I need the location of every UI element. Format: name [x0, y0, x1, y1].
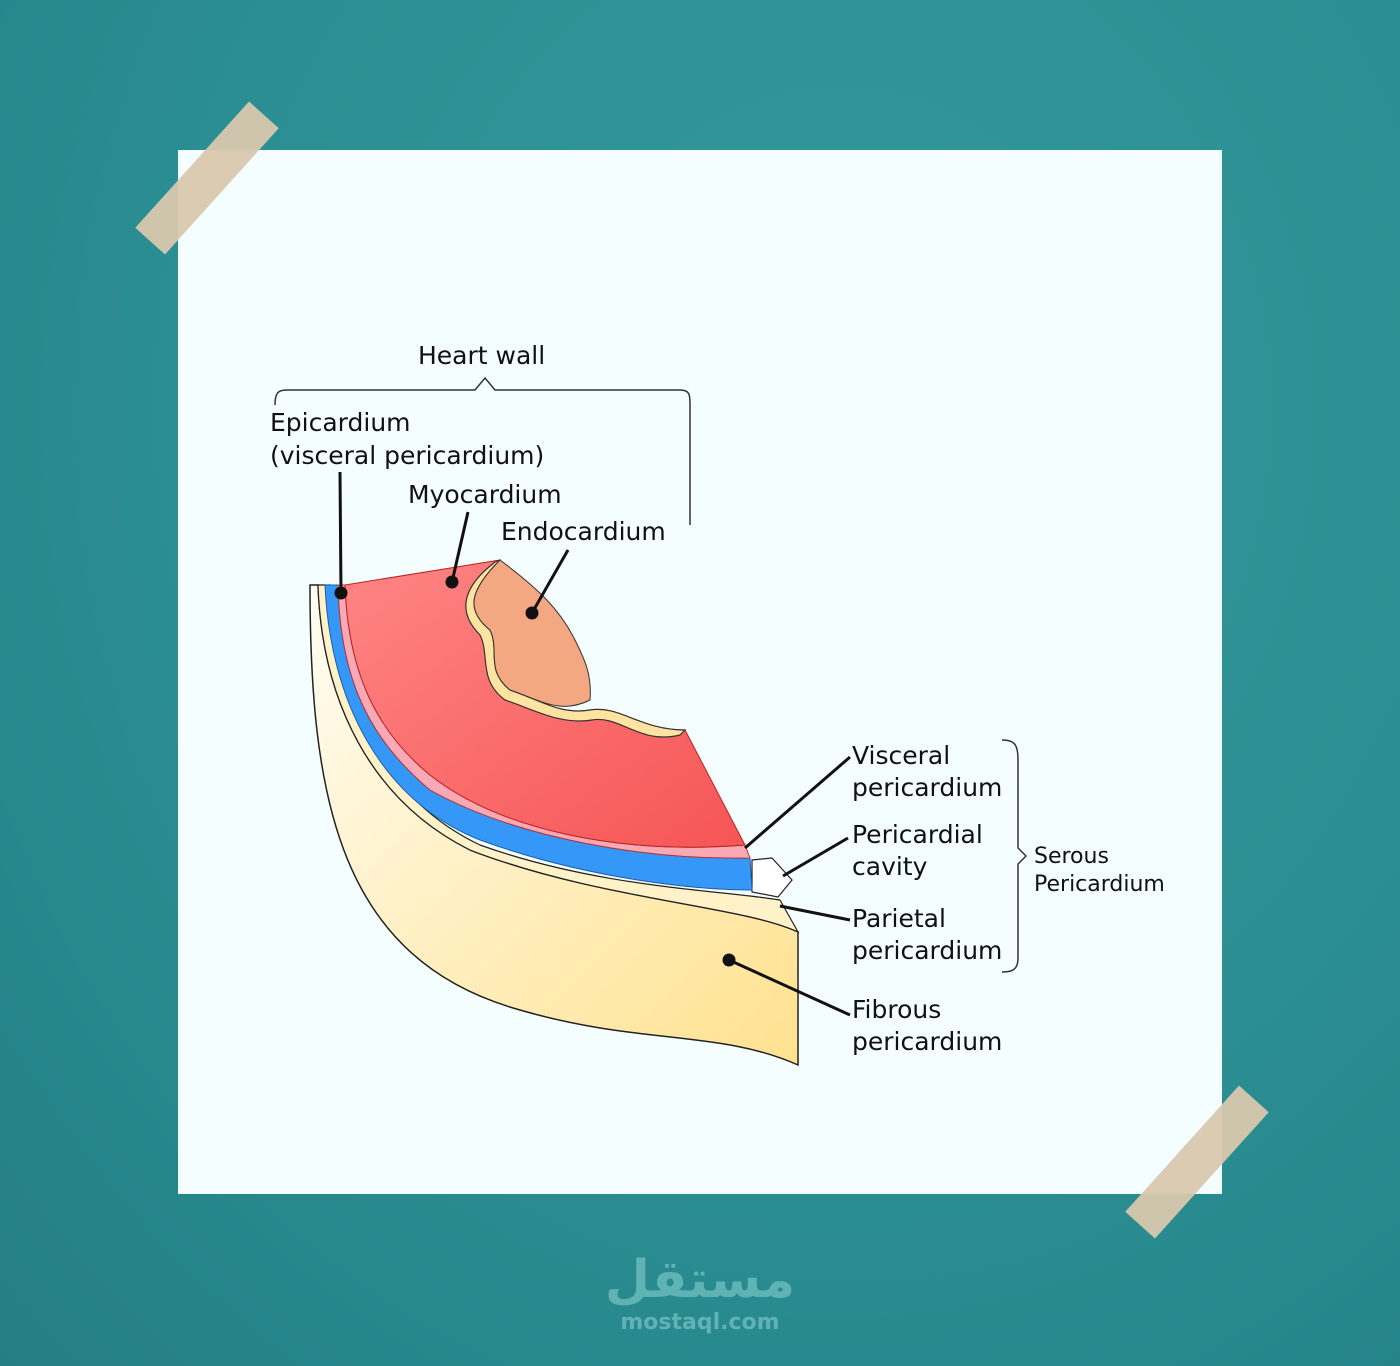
label-visceral-2: pericardium — [852, 773, 1003, 802]
label-epicardium: Epicardium — [270, 408, 411, 437]
label-serous-1: Serous — [1034, 844, 1109, 869]
label-myocardium: Myocardium — [408, 480, 562, 509]
label-parietal-2: pericardium — [852, 936, 1003, 965]
label-epicardium-sub: (visceral pericardium) — [270, 441, 545, 470]
pericardial-cavity-gap — [751, 857, 793, 898]
label-visceral-1: Visceral — [852, 741, 951, 770]
watermark-arabic: مستقل — [604, 1250, 796, 1310]
label-heart-wall: Heart wall — [418, 341, 546, 370]
label-cavity-2: cavity — [852, 852, 928, 881]
label-parietal-1: Parietal — [852, 904, 946, 933]
heart-wall-bracket — [274, 376, 691, 525]
label-cavity-1: Pericardial — [852, 820, 983, 849]
leader-lines — [334, 471, 851, 1017]
label-fibrous-2: pericardium — [852, 1027, 1003, 1056]
watermark-latin: mostaql.com — [620, 1310, 780, 1335]
serous-pericardium-bracket — [1001, 739, 1028, 973]
label-serous-2: Pericardium — [1034, 872, 1165, 897]
label-fibrous-1: Fibrous — [852, 995, 942, 1024]
label-endocardium: Endocardium — [501, 517, 666, 546]
endocardium-tissue — [473, 559, 591, 707]
watermark: مستقل mostaql.com — [600, 1250, 800, 1335]
